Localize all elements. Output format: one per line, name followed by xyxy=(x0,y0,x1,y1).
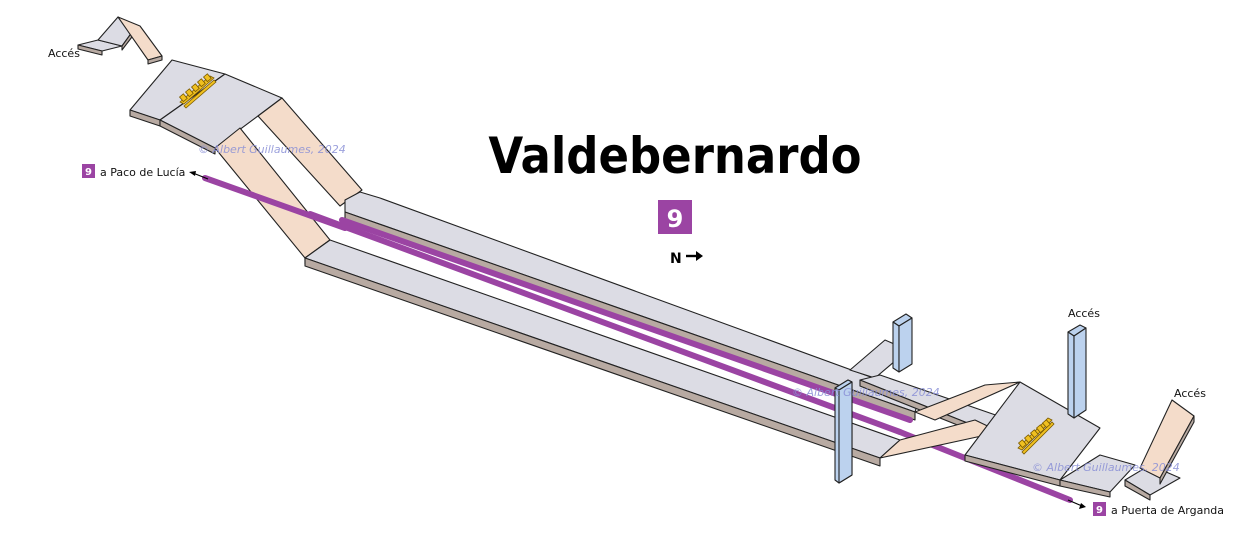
watermark-1: © Albert Guillaumes, 2024 xyxy=(198,143,346,156)
dest-left-badge xyxy=(82,164,95,178)
access-label-left: Accés xyxy=(48,47,80,60)
north-label: N xyxy=(670,251,682,267)
line-badge-bg xyxy=(658,200,692,234)
elevator-center-short xyxy=(892,313,913,373)
dest-left-text: a Paco de Lucía xyxy=(100,166,185,179)
elevators xyxy=(834,313,1087,484)
platforms xyxy=(304,191,921,467)
left-vestibule xyxy=(77,16,363,265)
north-indicator: N xyxy=(670,251,703,267)
elevator-center-tall xyxy=(834,379,853,484)
dest-right-line: 9 xyxy=(1096,505,1103,516)
station-title: Valdebernardo xyxy=(488,127,861,185)
watermark-2: © Albert Guillaumes, 2024 xyxy=(792,386,940,399)
access-label-right-far: Accés xyxy=(1174,387,1206,400)
track-1 xyxy=(307,211,903,435)
destination-right: 9 a Puerta de Arganda xyxy=(1093,502,1224,517)
line-badge-number: 9 xyxy=(667,205,684,233)
north-arrow-icon xyxy=(686,251,703,261)
dest-right-text: a Puerta de Arganda xyxy=(1111,504,1224,517)
tracks xyxy=(189,171,1086,509)
watermark-3: © Albert Guillaumes, 2024 xyxy=(1032,461,1180,474)
ticket-gates-left xyxy=(178,73,217,109)
elevator-right xyxy=(1067,324,1087,419)
right-vestibule xyxy=(849,339,1195,501)
track-2 xyxy=(339,217,913,423)
destination-left: 9 a Paco de Lucía xyxy=(82,164,185,179)
dest-left-line: 9 xyxy=(85,167,92,178)
line-badge: 9 xyxy=(658,200,692,234)
access-label-right-top: Accés xyxy=(1068,307,1100,320)
dest-right-badge xyxy=(1093,502,1106,516)
ticket-gates-right xyxy=(1017,417,1055,455)
